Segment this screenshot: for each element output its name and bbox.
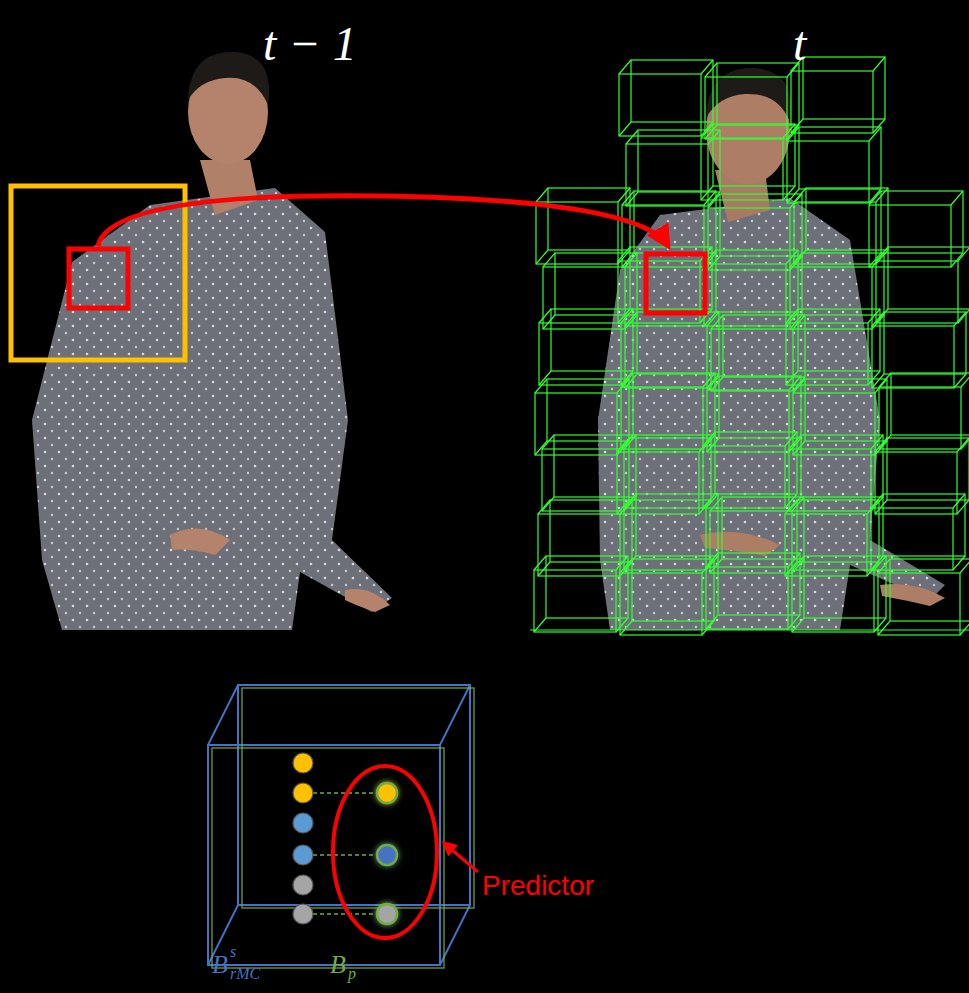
time-label: t − 1 [263, 20, 357, 68]
block-grid [530, 57, 969, 635]
block-cube [706, 553, 800, 629]
block-cube [539, 309, 633, 385]
search-window [11, 186, 185, 360]
block-cube [701, 124, 795, 200]
block-cube [625, 312, 719, 388]
block-cube [792, 556, 886, 632]
block-cube [619, 60, 713, 136]
block-cube [620, 559, 714, 635]
motion-arrow [98, 196, 668, 246]
time-label: t [793, 20, 806, 68]
predictor-pointer [444, 843, 478, 872]
predictor-label: Predictor [482, 872, 594, 900]
block-cube [705, 63, 799, 139]
block-cube [617, 438, 711, 514]
block-left [69, 249, 128, 308]
block-cube [878, 559, 969, 635]
cube [208, 685, 474, 968]
person-right [598, 68, 945, 630]
block-cube [791, 57, 885, 133]
symbol-base: B [212, 952, 228, 978]
block-cube [535, 379, 629, 455]
block-cube [875, 438, 969, 514]
block-cube [618, 247, 712, 323]
block-cube [787, 127, 881, 203]
block-cube [707, 376, 801, 452]
block-cube [538, 500, 632, 576]
block-cube [872, 312, 966, 388]
symbol-subscript: p [348, 966, 356, 982]
block-cube [786, 309, 880, 385]
symbol-subscript: rMC [230, 966, 260, 982]
block-cube [534, 556, 628, 632]
block-cube [793, 379, 887, 455]
block-cube [790, 253, 884, 329]
block-cube [869, 191, 963, 267]
symbol-superscript: s [230, 944, 236, 960]
block-right [646, 254, 705, 313]
block-cube [785, 500, 879, 576]
symbol-base: B [330, 952, 346, 978]
person-left [32, 52, 392, 630]
block-cube [708, 194, 802, 270]
